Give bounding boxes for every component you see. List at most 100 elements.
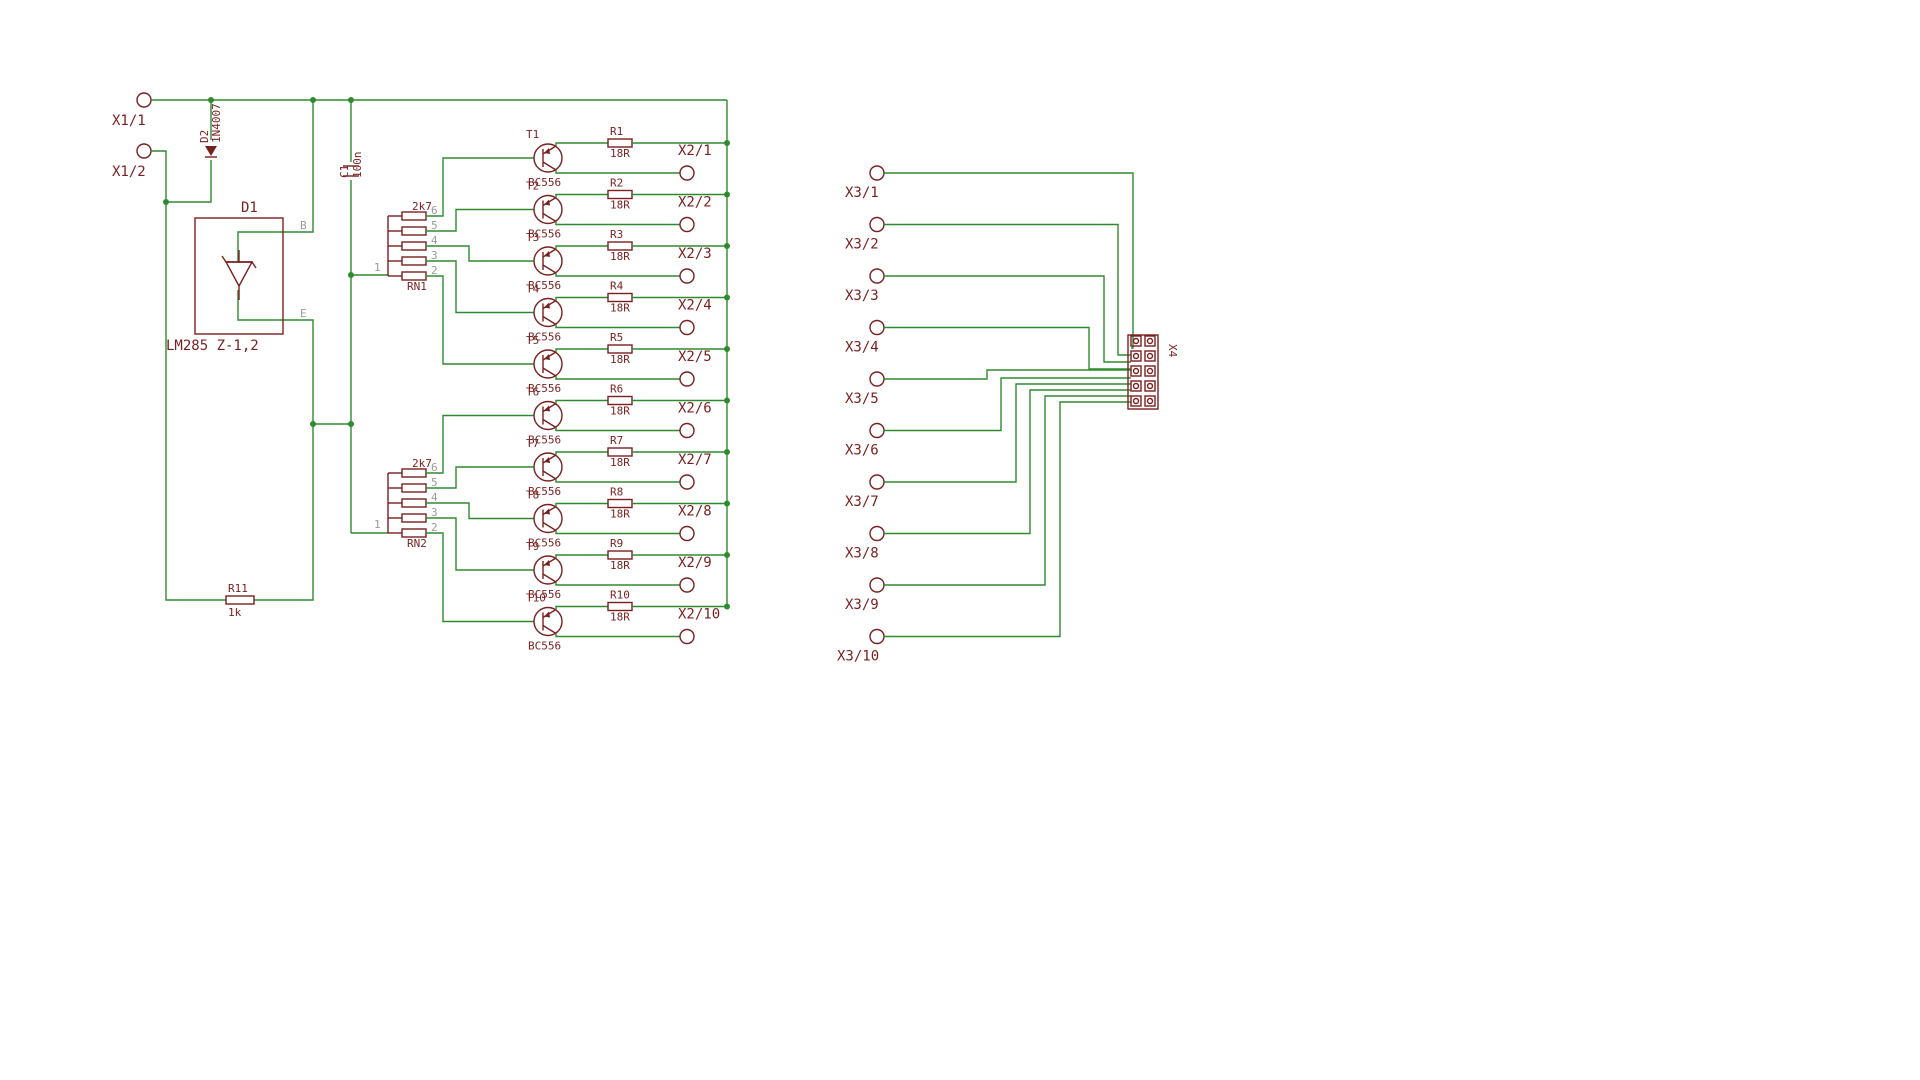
terminal-x3-4[interactable] <box>869 319 885 336</box>
wire-base <box>426 245 534 262</box>
terminal-x3-7[interactable] <box>869 474 885 490</box>
transistor-collector <box>542 624 557 635</box>
x4-pin-hole <box>1132 352 1140 360</box>
network-resistor <box>401 468 427 478</box>
transistor-arrow-icon <box>544 148 550 154</box>
wire-x3-to-x4 <box>884 383 1131 483</box>
terminal-x2-6[interactable] <box>679 422 695 439</box>
wire-collector <box>555 530 680 535</box>
label-c1-value: 100n <box>351 152 364 179</box>
label-r11-value: 1k <box>228 606 242 619</box>
junction-x1-2 <box>163 199 169 205</box>
transistor-arrow-icon <box>544 302 550 309</box>
x3-channel-1: X3/1 <box>845 165 1134 349</box>
wire-base <box>426 208 534 232</box>
wire-b-pin <box>237 100 314 262</box>
label-d1-value: LM285 Z-1,2 <box>166 338 259 354</box>
transistor-type-label: BC556 <box>528 228 561 241</box>
junction-b <box>310 97 316 103</box>
transistor-t6-body <box>533 400 563 431</box>
network-resistor <box>401 241 427 251</box>
x4-pin-hole <box>1132 397 1140 405</box>
wire-left-rail <box>165 202 226 601</box>
network-resistor <box>401 498 427 508</box>
terminal-x3-8[interactable] <box>869 525 885 542</box>
terminal-x3-2[interactable] <box>869 216 885 233</box>
resistor-r4 <box>607 292 633 303</box>
transistor-name-label: T3 <box>526 231 539 244</box>
transistor-name-label: T2 <box>526 180 539 193</box>
diode-d2[interactable]: D2 1N4007 <box>198 103 223 158</box>
label-d1-pin-b: B <box>300 219 307 232</box>
x4-pin-hole <box>1132 382 1140 390</box>
terminal-x2-5[interactable] <box>679 371 695 387</box>
terminal-x2-7[interactable] <box>679 474 695 490</box>
terminal-x2-8[interactable] <box>679 525 695 542</box>
reference-d1[interactable]: D1 LM285 Z-1,2 B E <box>166 200 307 354</box>
transistor-arrow-icon <box>544 508 550 515</box>
terminal-x1-2[interactable] <box>136 143 152 159</box>
terminal-x3-10[interactable] <box>869 628 885 645</box>
wire-x3-to-x4 <box>884 369 1131 380</box>
resistor-name-label: R9 <box>610 537 623 550</box>
resistor-value-label: 18R <box>610 147 630 160</box>
transistor-name-label: T4 <box>526 283 540 296</box>
d1-body <box>194 217 284 335</box>
terminal-x3-1[interactable] <box>869 165 885 181</box>
transistor-arrow-icon <box>544 354 550 360</box>
resistor-name-label: R3 <box>610 228 623 241</box>
terminal-x2-4[interactable] <box>679 319 695 336</box>
junction-rail <box>724 140 730 146</box>
header-x4[interactable]: X4 <box>1127 334 1179 410</box>
wire-collector <box>555 582 680 586</box>
r11-body <box>225 595 255 605</box>
terminal-x3-6[interactable] <box>869 422 885 439</box>
x4-pin-hole <box>1132 367 1140 375</box>
terminal-x3-9[interactable] <box>869 577 885 593</box>
transistor-t7-body <box>533 452 563 482</box>
terminal-x3-label: X3/2 <box>845 237 879 253</box>
transistor-collector <box>542 521 557 532</box>
terminal-x3-5[interactable] <box>869 371 885 387</box>
x4-pin-hole <box>1132 337 1140 345</box>
resistor-r11[interactable]: R11 1k <box>225 582 255 619</box>
x3-channel-7: X3/7 <box>845 383 1131 510</box>
resistor-name-label: R8 <box>610 486 623 499</box>
terminal-x1-1[interactable] <box>136 92 152 108</box>
label-c1-name: C1 <box>338 165 351 178</box>
d1-triangle-icon <box>224 261 254 288</box>
network-name-label: RN1 <box>407 280 427 293</box>
transistor-t9-body <box>533 555 563 585</box>
wire-x3-to-x4 <box>884 389 1131 535</box>
wire-emitter <box>555 554 608 558</box>
terminal-x2-10[interactable] <box>679 628 695 645</box>
capacitor-c1[interactable]: C1 100n <box>338 152 364 179</box>
terminal-x2-9[interactable] <box>679 577 695 593</box>
terminal-x2-label: X2/4 <box>678 298 712 314</box>
terminal-x2-1[interactable] <box>679 165 695 181</box>
transistor-type-label: BC556 <box>528 382 561 395</box>
wire-collector <box>555 479 680 483</box>
terminal-x2-label: X2/5 <box>678 349 712 365</box>
terminal-x2-label: X2/6 <box>678 401 712 417</box>
terminal-x2-3[interactable] <box>679 268 695 284</box>
terminal-x3-3[interactable] <box>869 268 885 284</box>
network-pin-label: 6 <box>431 461 438 474</box>
resistor-name-label: R4 <box>610 280 624 293</box>
transistor-type-label: BC556 <box>528 640 561 653</box>
transistor-collector <box>542 161 557 171</box>
terminal-x2-2[interactable] <box>679 216 695 233</box>
